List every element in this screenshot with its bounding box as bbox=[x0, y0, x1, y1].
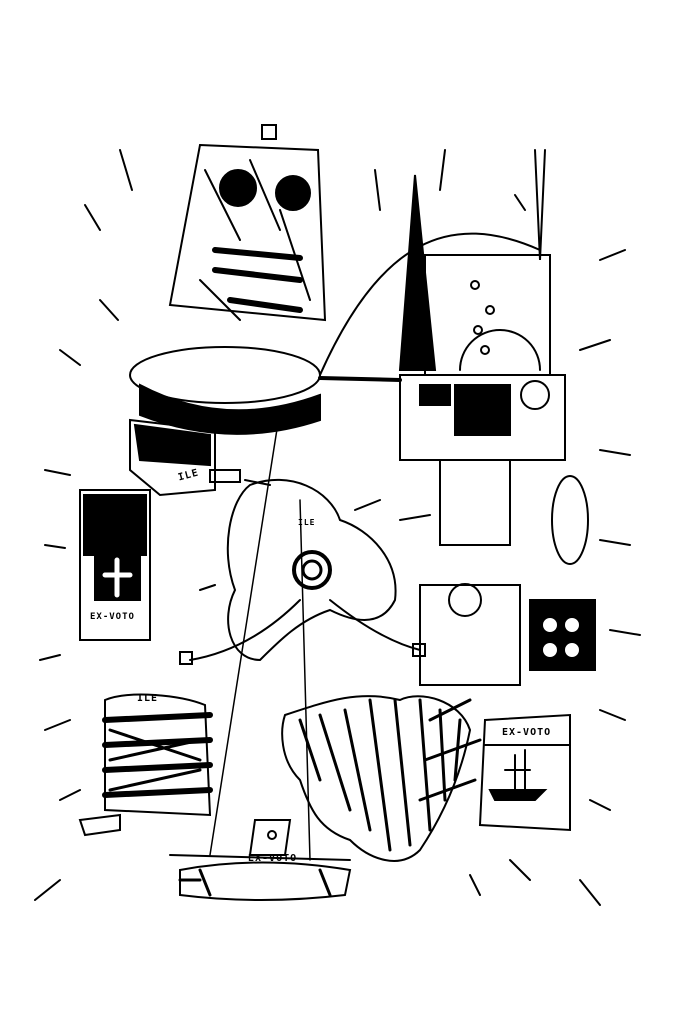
left-poster bbox=[79, 489, 151, 641]
face-poster bbox=[168, 124, 327, 322]
exvoto-base bbox=[169, 409, 352, 901]
label-ile-map: ILE bbox=[298, 518, 316, 527]
scribbled-landmass bbox=[281, 694, 482, 862]
tower-machine bbox=[318, 149, 566, 546]
island-sculpture bbox=[129, 346, 321, 497]
map-island bbox=[179, 479, 426, 665]
label-exvoto-boat: EX-VOTO bbox=[502, 727, 552, 738]
stacked-island bbox=[78, 693, 213, 837]
egg-shape bbox=[551, 475, 589, 565]
label-ile-stack: ILE bbox=[137, 693, 159, 704]
label-exvoto-poster: EX-VOTO bbox=[90, 612, 135, 622]
label-exvoto-base: EX-VOTO bbox=[248, 853, 298, 864]
exvoto-cluster bbox=[419, 583, 596, 832]
